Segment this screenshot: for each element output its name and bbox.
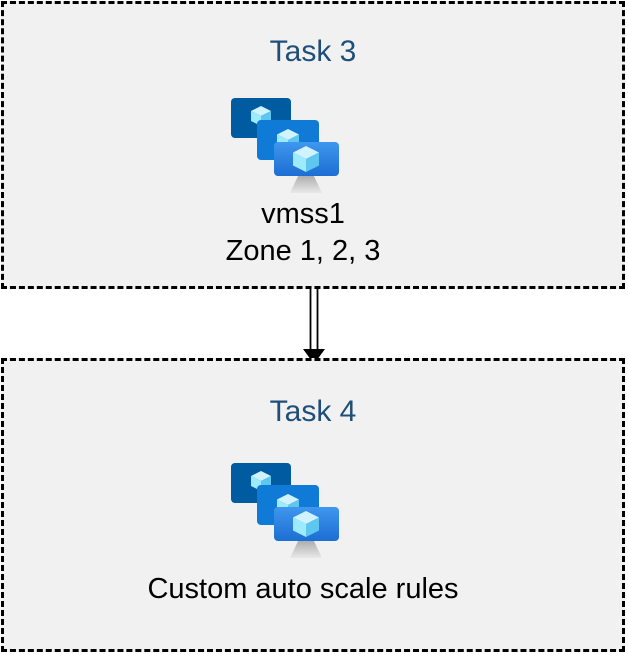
- monitor-front-icon: [274, 142, 339, 193]
- cube-right-face: [306, 152, 319, 172]
- arrow-head: [303, 349, 325, 364]
- vm-scale-sets-icon: [231, 98, 339, 193]
- task3-title: Task 3: [269, 35, 357, 68]
- monitor-stand-icon: [290, 537, 322, 558]
- cube-right-face: [306, 517, 319, 537]
- task3-caption: vmss1 Zone 1, 2, 3: [226, 196, 381, 270]
- cube-left-face: [293, 517, 306, 537]
- task4-caption: Custom auto scale rules: [147, 571, 458, 608]
- task3-box: Task 3: [1, 1, 625, 289]
- flow-down-arrow-icon: [303, 289, 325, 364]
- cube-left-face: [293, 152, 306, 172]
- task4-box: Task 4: [1, 358, 625, 652]
- zones-label: Zone 1, 2, 3: [225, 235, 381, 267]
- monitor-front-icon: [274, 507, 339, 558]
- task4-title: Task 4: [269, 395, 357, 428]
- autoscale-rules-label: Custom auto scale rules: [147, 573, 459, 605]
- monitor-stand-icon: [290, 172, 322, 193]
- vm-scale-sets-icon: [231, 463, 339, 558]
- vmss-name-label: vmss1: [261, 198, 345, 230]
